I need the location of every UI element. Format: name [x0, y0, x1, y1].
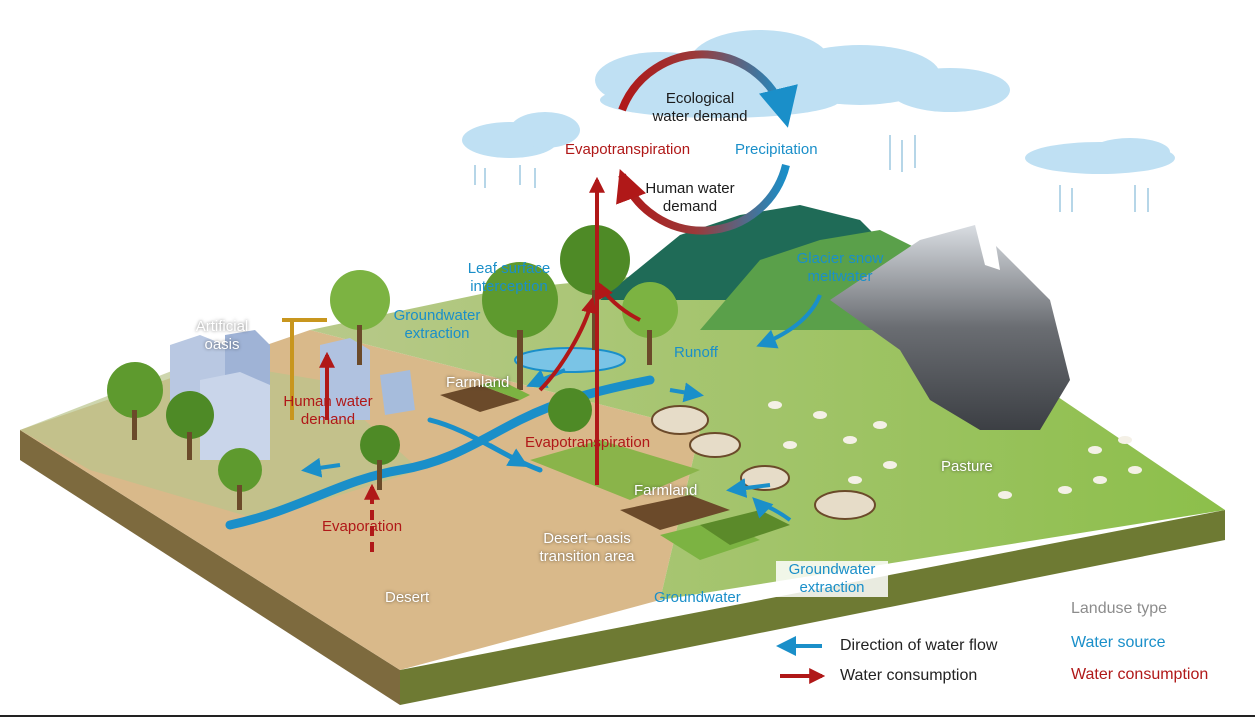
ecological-water-demand-label: Ecological water demand	[652, 90, 748, 125]
farmland-top-label: Farmland	[446, 374, 510, 391]
key-water-consumption: Water consumption	[1071, 666, 1209, 683]
evapotranspiration-left-arrow	[538, 296, 597, 392]
leaf-surface-interception-label: Leaf surface interception	[467, 260, 551, 295]
evapotranspiration-mid-label: Evapotranspiration	[525, 434, 651, 451]
runoff-label: Runoff	[674, 344, 718, 361]
runoff-arrow	[669, 382, 704, 403]
farmland-plots	[440, 380, 790, 560]
livestock	[768, 401, 1142, 499]
legend-arrows	[776, 636, 826, 684]
evapotranspiration-top-label: Evapotranspiration	[565, 141, 691, 158]
artificial-oasis-label: Artificial oasis	[195, 318, 249, 353]
groundwater-label: Groundwater	[654, 589, 741, 606]
farmland-flow-arrow	[526, 368, 566, 388]
meltwater-arrow	[756, 294, 822, 349]
mountains	[600, 205, 1070, 430]
human-water-demand-cycle-label: Human water demand	[645, 180, 735, 215]
legend-flow-text: Direction of water flow	[840, 637, 998, 654]
water-flow-arrows	[301, 294, 822, 522]
clouds	[462, 30, 1175, 174]
evapotranspiration-right-arrow	[598, 282, 641, 322]
groundwater-arrow-2	[726, 478, 771, 498]
precipitation-label: Precipitation	[735, 141, 818, 158]
rain	[474, 135, 1149, 212]
groundwater-extraction-arrow	[752, 497, 792, 522]
key-landuse: Landuse type	[1071, 600, 1168, 617]
groundwater-extraction-top-label: Groundwater extraction	[393, 307, 481, 342]
trees	[107, 225, 678, 510]
pasture-label: Pasture	[941, 458, 993, 475]
legend-consumption-text: Water consumption	[840, 667, 978, 684]
consumption-arrows	[319, 176, 641, 552]
groundwater-extraction-bottom-label: Groundwater extraction	[776, 561, 888, 597]
water-cycle-ring	[616, 50, 798, 235]
farmland-bottom-label: Farmland	[634, 482, 698, 499]
desert-oasis-transition-label: Desert–oasis transition area	[539, 530, 635, 565]
human-water-demand-city-label: Human water demand	[283, 393, 373, 428]
bottom-rule	[0, 715, 1255, 717]
key-water-source: Water source	[1071, 634, 1166, 651]
groundwater-arrow-1	[489, 443, 529, 467]
evaporation-label: Evaporation	[322, 518, 403, 535]
city-flow-arrow	[301, 457, 341, 478]
glacier-snow-meltwater-label: Glacier snow meltwater	[796, 250, 884, 285]
desert-label: Desert	[385, 589, 430, 606]
yurts	[651, 405, 876, 520]
